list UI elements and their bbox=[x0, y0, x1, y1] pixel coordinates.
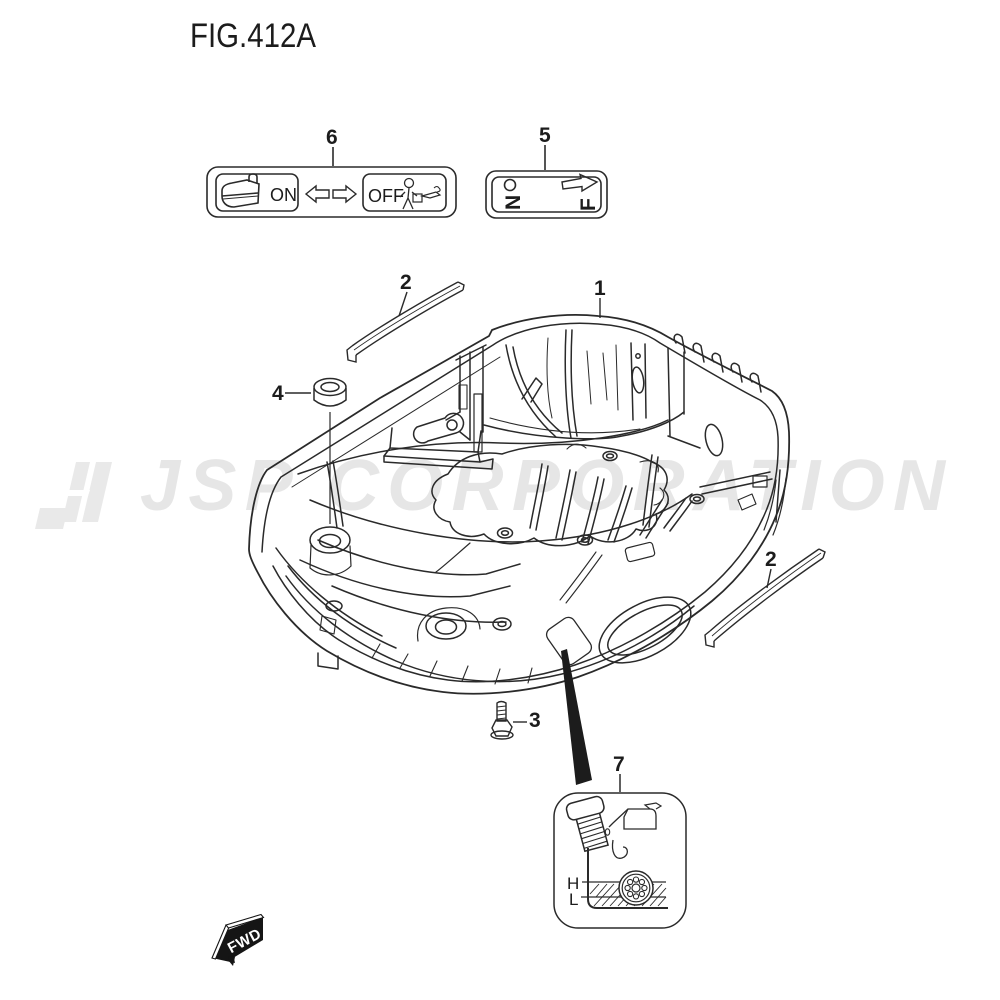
svg-text:6: 6 bbox=[326, 126, 338, 149]
svg-text:H: H bbox=[567, 874, 579, 893]
svg-text:N: N bbox=[502, 195, 525, 210]
svg-text:OFF: OFF bbox=[368, 186, 404, 206]
svg-text:2: 2 bbox=[400, 271, 412, 294]
svg-text:F: F bbox=[577, 198, 600, 211]
svg-text:L: L bbox=[569, 890, 578, 909]
svg-text:JSP CORPORATION: JSP CORPORATION bbox=[140, 446, 947, 526]
svg-text:3: 3 bbox=[529, 709, 541, 732]
svg-text:ON: ON bbox=[270, 185, 297, 205]
svg-text:4: 4 bbox=[272, 382, 284, 405]
svg-text:1: 1 bbox=[594, 277, 606, 300]
svg-text:7: 7 bbox=[613, 753, 625, 776]
svg-text:5: 5 bbox=[539, 124, 551, 147]
svg-text:FIG.412A: FIG.412A bbox=[190, 17, 316, 55]
svg-text:2: 2 bbox=[765, 548, 777, 571]
